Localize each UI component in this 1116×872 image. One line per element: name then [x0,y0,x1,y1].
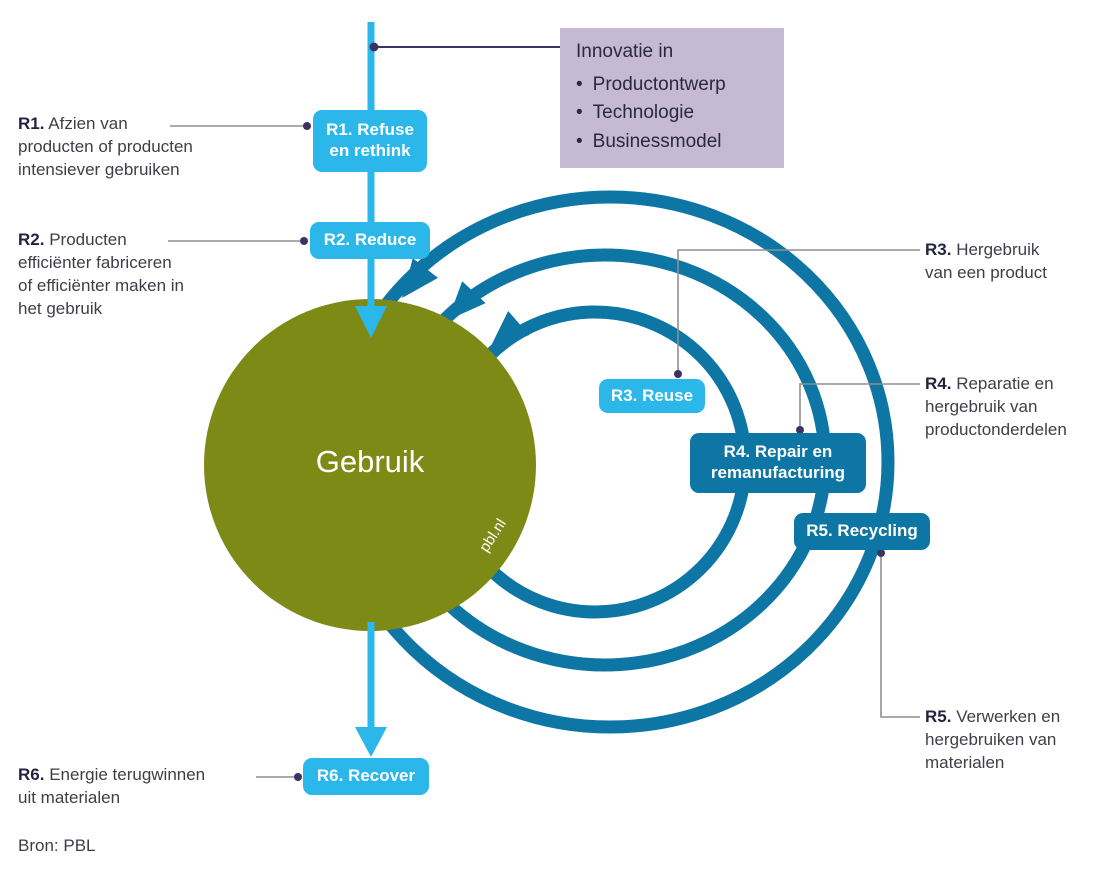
connector-r5 [880,556,920,718]
annotation-r1-prefix: R1. [18,114,45,133]
annotation-r3-text: Hergebruik van een product [925,240,1047,283]
badge-r1-refuse: R1. Refuse en rethink [313,110,427,172]
annotation-r5-text: Verwerken en hergebruiken van materialen [925,707,1061,773]
annotation-r4: R4. Reparatie en hergebruik van producto… [925,372,1100,441]
innovation-item: • Productontwerp [576,71,768,100]
badge-r4-repair: R4. Repair en remanufacturing [690,433,866,493]
annotation-r6-prefix: R6. [18,765,45,784]
loop-arrowhead-inner-icon [490,310,530,348]
annotation-r4-text: Reparatie en hergebruik van productonder… [925,374,1067,440]
innovation-box: Innovatie in • Productontwerp • Technolo… [560,28,784,168]
badge-r5-recycling: R5. Recycling [794,513,930,550]
innovation-item-text: Businessmodel [592,130,722,152]
connector-r4-dot [796,426,804,434]
connector-r5-dot [877,549,885,557]
connector-r1-dot [303,122,311,130]
circle-label: Gebruik [315,444,425,479]
loop-arrowhead-middle-icon [448,281,486,320]
gebruik-circle [204,299,536,631]
innovation-item-text: Productontwerp [592,73,726,95]
annotation-r6: R6. Energie terugwinnen uit materialen [18,763,226,809]
flow-arrowhead-top-icon [355,306,387,338]
badge-r3-reuse: R3. Reuse [599,379,705,413]
connector-r2-dot [300,237,308,245]
innovation-item: • Technologie [576,99,768,128]
connector-r3 [677,249,920,371]
annotation-r3: R3. Hergebruik van een product [925,238,1059,284]
bullet-icon: • [576,102,583,123]
annotation-r1: R1. Afzien van producten of producten in… [18,112,196,181]
innovation-list: • Productontwerp • Technologie • Busines… [576,71,768,157]
annotation-r4-prefix: R4. [925,374,952,393]
source-credit: Bron: PBL [18,836,96,855]
annotation-r5-prefix: R5. [925,707,952,726]
badge-r6-recover: R6. Recover [303,758,429,795]
annotation-r5: R5. Verwerken en hergebruiken van materi… [925,705,1103,774]
bullet-icon: • [576,73,583,95]
innovation-item-text: Technologie [592,102,695,123]
badge-r2-reduce: R2. Reduce [310,222,430,259]
annotation-r2: R2. Producten efficiënter fabriceren of … [18,228,190,320]
bullet-icon: • [576,130,583,152]
annotation-r2-prefix: R2. [18,230,45,249]
annotation-r2-text: Producten efficiënter fabriceren of effi… [18,230,184,319]
connector-r4 [799,383,920,427]
innovation-title: Innovatie in [576,41,674,62]
annotation-r3-prefix: R3. [925,240,952,259]
innovation-item: • Businessmodel [576,128,768,157]
connector-r6-dot [294,773,302,781]
innovation-connector-dot [369,42,379,52]
annotation-r1-text: Afzien van producten of producten intens… [18,114,193,180]
connector-r3-dot [674,370,682,378]
loop-arrowhead-outer-icon [402,258,439,298]
flow-arrowhead-bottom-icon [355,727,387,757]
annotation-r6-text: Energie terugwinnen uit materialen [18,765,206,808]
